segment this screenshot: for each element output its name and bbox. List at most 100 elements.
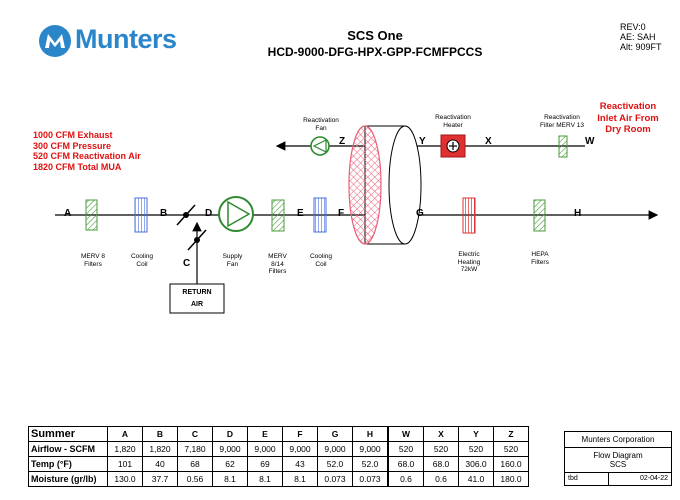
note-line: Inlet Air From (597, 112, 659, 124)
desiccant-wheel (348, 125, 422, 245)
col-header: H (352, 426, 389, 442)
table-cell: 520 (423, 441, 459, 457)
title-block-line-2: SCS (609, 460, 627, 469)
table-row: Airflow - SCFM 1,820 1,820 7,180 9,000 9… (28, 441, 529, 457)
table-cell: 41.0 (458, 471, 494, 487)
label-line: Cooling (130, 253, 154, 260)
label-line: Fan (315, 124, 327, 132)
point-d: D (205, 208, 213, 219)
cooling-coil-1 (134, 197, 148, 233)
table-row: Moisture (gr/lb) 130.0 37.7 0.56 8.1 8.1… (28, 471, 529, 487)
return-damper-icon (187, 229, 207, 251)
label-line: MERV 8 (80, 253, 106, 260)
merv8-label: MERV 8 Filters (68, 253, 118, 268)
label-line: Reactivation (544, 114, 580, 121)
table-cell: 68.0 (387, 456, 424, 472)
table-cell: 8.1 (282, 471, 318, 487)
point-x: X (485, 136, 492, 147)
return-air-line-2: AIR (190, 301, 204, 308)
col-header: A (107, 426, 143, 442)
label-line: Filters (268, 268, 287, 275)
process-damper-icon (176, 204, 196, 226)
title-block: Munters Corporation Flow Diagram SCS tbd… (564, 431, 672, 486)
conditions-table: Summer A B C D E F G H W X Y Z Airflow -… (28, 426, 529, 487)
table-cell: 101 (107, 456, 143, 472)
label-line: HEPA (531, 251, 549, 258)
reactivation-fan-icon (310, 136, 330, 156)
revision-info: REV:0 AE: SAH Alt: 909FT (620, 22, 662, 52)
label-line: Fan (226, 260, 239, 268)
table-cell: 306.0 (458, 456, 494, 472)
point-h: H (574, 208, 582, 219)
table-cell: 520 (493, 441, 529, 457)
logo-text: Munters (75, 24, 177, 54)
table-cell: 520 (387, 441, 424, 457)
title-block-line-1: Flow Diagram (593, 451, 643, 460)
label-line: Heating (457, 258, 481, 266)
table-cell: 40 (142, 456, 178, 472)
season-label: Summer (28, 426, 108, 442)
reactivation-fan-label: Reactivation Fan (296, 117, 346, 132)
label-line: 8/14 (271, 260, 284, 268)
table-cell: 1,820 (142, 441, 178, 457)
merv14-filter (271, 199, 285, 232)
munters-logo: Munters (38, 24, 188, 58)
title-block-date: 02-04-22 (639, 475, 668, 482)
table-cell: 9,000 (212, 441, 248, 457)
label-line: Filters (531, 258, 549, 266)
note-line: Reactivation (599, 101, 657, 112)
point-w: W (585, 136, 595, 147)
return-air-label: RETURN AIR (170, 287, 224, 311)
note-line: 1820 CFM Total MUA (33, 161, 122, 172)
col-header: G (317, 426, 353, 442)
table-cell: 180.0 (493, 471, 529, 487)
row-label: Temp (°F) (28, 456, 108, 472)
label-line: Filters (84, 260, 102, 268)
col-header: X (423, 426, 459, 442)
table-cell: 520 (458, 441, 494, 457)
table-cell: 160.0 (493, 456, 529, 472)
table-cell: 0.073 (317, 471, 353, 487)
label-line: Coil (136, 260, 148, 268)
table-cell: 43 (282, 456, 318, 472)
col-header: Z (493, 426, 529, 442)
reactivation-filter (558, 135, 568, 158)
table-cell: 9,000 (282, 441, 318, 457)
label-line: MERV (268, 253, 287, 260)
page-subtitle: HCD-9000-DFG-HPX-GPP-FCMFPCCS (267, 45, 483, 59)
table-cell: 0.073 (352, 471, 389, 487)
return-air-line-1: RETURN (182, 289, 212, 296)
table-cell: 9,000 (352, 441, 389, 457)
note-line: 300 CFM Pressure (33, 140, 112, 151)
table-header-row: Summer A B C D E F G H W X Y Z (28, 426, 529, 442)
electric-heating-coil (462, 197, 476, 234)
col-header: B (142, 426, 178, 442)
table-cell: 69 (247, 456, 283, 472)
munters-logo-icon (39, 25, 71, 57)
label-line: Cooling (309, 253, 333, 260)
label-line: Electric (458, 251, 480, 258)
reactivation-heater-label: Reactivation Heater (428, 114, 478, 129)
table-cell: 7,180 (177, 441, 213, 457)
airflow-notes: 1000 CFM Exhaust 300 CFM Pressure 520 CF… (33, 130, 141, 172)
point-g: G (416, 208, 424, 219)
note-line: 520 CFM Reactivation Air (33, 151, 141, 161)
label-line: Filter MERV 13 (540, 121, 584, 129)
electric-heating-label: Electric Heating 72kW (444, 251, 494, 274)
table-cell: 62 (212, 456, 248, 472)
table-cell: 52.0 (317, 456, 353, 472)
table-cell: 52.0 (352, 456, 389, 472)
label-line: 72kW (460, 266, 478, 273)
table-cell: 130.0 (107, 471, 143, 487)
page-title: SCS One (347, 28, 403, 43)
cooling-coil-2-label: Cooling Coil (296, 253, 346, 268)
merv8-filter (85, 199, 98, 231)
table-cell: 68.0 (423, 456, 459, 472)
title-block-tbd: tbd (565, 473, 609, 485)
col-header: F (282, 426, 318, 442)
rev-text: REV:0 (620, 22, 646, 32)
col-header: Y (458, 426, 494, 442)
cooling-coil-2 (313, 197, 327, 233)
note-line: 1000 CFM Exhaust (33, 130, 113, 140)
merv14-label: MERV 8/14 Filters (255, 253, 300, 276)
